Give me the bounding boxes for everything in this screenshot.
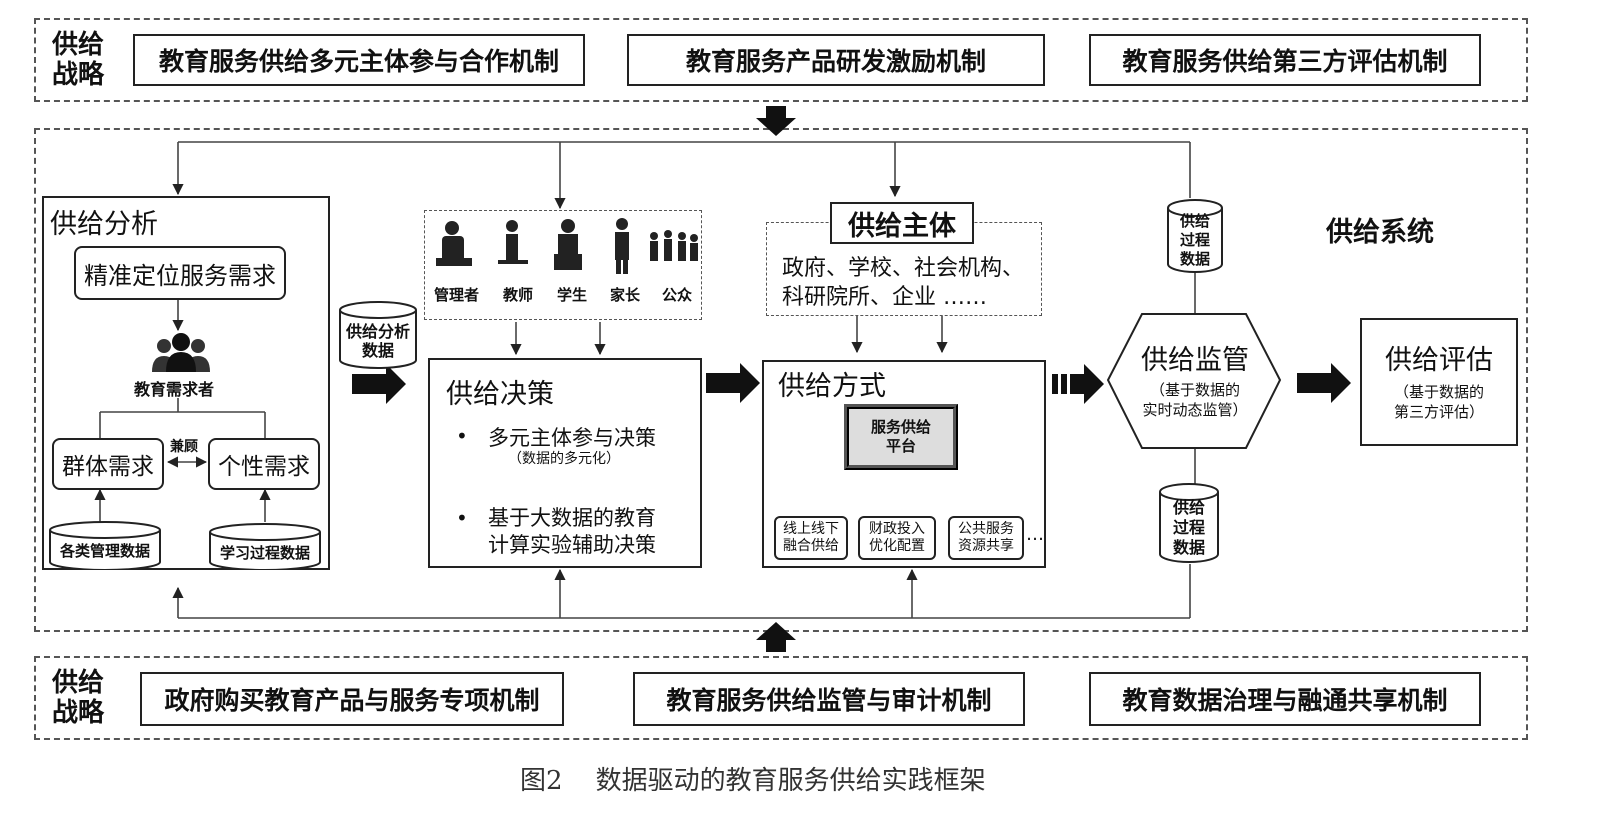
- analysis-data-label: 供给分析 数据: [345, 322, 410, 360]
- analysis-panel: [42, 196, 330, 570]
- analysis-title: 供给分析: [50, 209, 158, 240]
- process-data-cylinder-top: 供给 过程 数据: [1166, 198, 1224, 274]
- mode-title: 供给方式: [778, 371, 886, 402]
- decision-item-2: 基于大数据的教育 计算实验辅助决策: [488, 506, 656, 557]
- individual-demand-box: 个性需求: [208, 438, 320, 490]
- stakeholders-panel: [424, 210, 702, 320]
- stakeholder-teacher: 教师: [503, 286, 534, 304]
- demander-label: 教育需求者: [134, 380, 215, 399]
- way-online-offline: 线上线下 融合供给: [774, 516, 848, 560]
- balance-label: 兼顾: [170, 439, 198, 455]
- people-icon: [150, 332, 212, 372]
- decision-panel: [428, 358, 702, 568]
- manage-data-label: 各类管理数据: [59, 542, 150, 560]
- process-data-label-bottom: 供给 过程 数据: [1172, 498, 1205, 557]
- supply-system-label: 供给系统: [1326, 217, 1434, 248]
- stakeholder-student: 学生: [557, 286, 588, 304]
- learning-data-label: 学习过程数据: [219, 544, 310, 562]
- evaluation-sub: （基于数据的 第三方评估）: [1393, 383, 1484, 421]
- ways-more: …: [1026, 524, 1044, 545]
- subject-title: 供给主体: [830, 202, 974, 244]
- stakeholder-figures: [428, 214, 700, 276]
- decision-item-1-sub: （数据的多元化）: [508, 451, 620, 467]
- bottom-mechanism-2: 教育服务供给监管与审计机制: [633, 672, 1025, 726]
- process-data-cylinder-bottom: 供给 过程 数据: [1158, 482, 1220, 564]
- learning-data-cylinder: 学习过程数据: [208, 522, 322, 570]
- subject-text: 政府、学校、社会机构、 科研院所、企业 ……: [782, 256, 1025, 310]
- decision-bullet-2: •: [456, 506, 468, 530]
- stakeholder-public: 公众: [662, 286, 693, 304]
- bottom-mechanism-1: 政府购买教育产品与服务专项机制: [140, 672, 564, 726]
- manage-data-cylinder: 各类管理数据: [48, 520, 162, 570]
- group-demand-box: 群体需求: [52, 438, 164, 490]
- top-mechanism-3: 教育服务供给第三方评估机制: [1089, 34, 1481, 86]
- stakeholder-parent: 家长: [610, 286, 641, 304]
- way-finance: 财政投入 优化配置: [858, 516, 936, 560]
- evaluation-title: 供给评估: [1385, 345, 1493, 376]
- top-mechanism-2: 教育服务产品研发激励机制: [627, 34, 1045, 86]
- top-strategy-band: [34, 18, 1528, 102]
- supervision-title: 供给监管: [1141, 345, 1249, 376]
- top-mechanism-1: 教育服务供给多元主体参与合作机制: [133, 34, 585, 86]
- process-data-label-top: 供给 过程 数据: [1179, 212, 1210, 268]
- figure-caption: 图2 数据驱动的教育服务供给实践框架: [520, 766, 986, 796]
- decision-title: 供给决策: [446, 379, 554, 410]
- decision-item-1: 多元主体参与决策: [488, 426, 656, 450]
- precise-demand-box: 精准定位服务需求: [74, 246, 286, 300]
- supervision-sub: （基于数据的 实时动态监管）: [1142, 381, 1248, 419]
- analysis-data-cylinder: 供给分析 数据: [338, 300, 418, 370]
- bottom-mechanism-3: 教育数据治理与融通共享机制: [1089, 672, 1481, 726]
- platform-label: 服务供给 平台: [870, 418, 931, 455]
- bottom-strategy-label: 供给 战略: [51, 668, 104, 728]
- evaluation-panel: [1360, 318, 1518, 446]
- platform-box: 服务供给 平台: [844, 404, 958, 470]
- stakeholder-manager: 管理者: [434, 286, 480, 304]
- way-public-service: 公共服务 资源共享: [948, 516, 1024, 560]
- decision-bullet-1: •: [456, 424, 468, 448]
- top-strategy-label: 供给 战略: [51, 30, 104, 90]
- bottom-strategy-band: [34, 656, 1528, 740]
